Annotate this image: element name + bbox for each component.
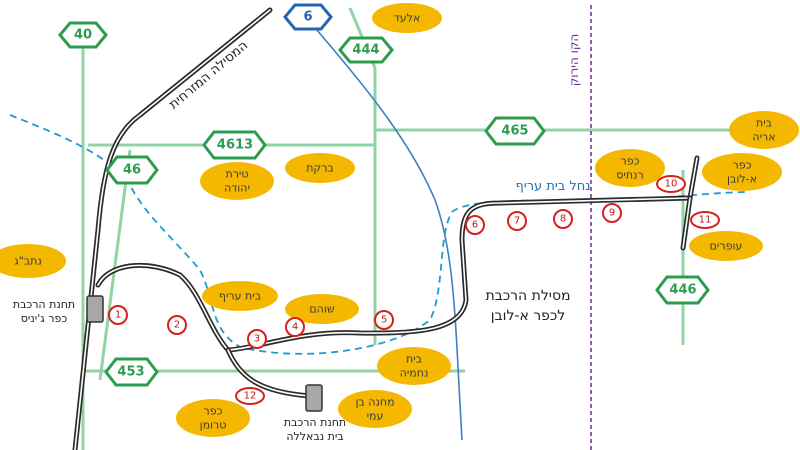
marker-11: 11 [690,211,720,229]
town-tirat-yehuda: טירת יהודה [200,162,274,200]
svg-text:2: 2 [174,320,180,331]
green-line-label: הקו הירוק [567,34,581,87]
eastern-railway-inner [74,9,271,450]
svg-text:1: 1 [115,310,121,321]
svg-text:כפר: כפר [733,159,752,172]
svg-text:465: 465 [501,124,528,139]
svg-text:8: 8 [560,214,566,225]
town-beit-nehemia: בית נחמיה [377,347,451,385]
svg-text:453: 453 [117,365,144,380]
eastern-railway-outer [72,7,273,450]
east-fork-south-inner [682,197,691,249]
nahal-beit-arif-label: נחל בית עריף [515,179,590,194]
river-line [309,21,463,441]
town-kfar-rantis: כפר רנתיס [595,149,665,187]
svg-text:בית: בית [406,353,422,366]
eastern-railway-label: המסילה המזרחית [166,38,251,112]
station-kfar-chinese-label-1: תחנת הרכבת [13,298,75,311]
marker-12: 12 [235,387,265,405]
station-kfar-chinese [86,295,104,323]
svg-text:446: 446 [669,283,696,298]
kfar-alubban-rail-outer [95,195,693,353]
town-natbag: נתב"ג [0,244,66,278]
railways [72,7,700,450]
highway-40: 40 [58,21,108,49]
svg-text:טרומן: טרומן [200,419,227,432]
svg-text:כפר: כפר [204,405,223,418]
town-beit-arye: בית אריה [729,111,799,149]
town-mahane-ben-ami: מחנה בן עמי [338,390,412,428]
marker-9: 9 [602,203,622,223]
svg-text:6: 6 [303,10,312,25]
railway-line-label-1: מסילת הרכבת [485,288,570,304]
svg-text:11: 11 [699,215,712,226]
svg-text:9: 9 [609,208,615,219]
svg-text:מחנה בן: מחנה בן [355,396,394,409]
svg-text:נחמיה: נחמיה [400,367,429,380]
marker-4: 4 [285,317,305,337]
marker-6: 6 [465,215,485,235]
marker-7: 7 [507,211,527,231]
svg-text:א-לובן: א-לובן [727,173,757,186]
marker-5: 5 [374,310,394,330]
svg-text:בית עריף: בית עריף [219,290,261,303]
highway-453: 453 [104,357,159,387]
svg-text:40: 40 [74,28,92,43]
svg-text:5: 5 [381,315,387,326]
svg-text:אריה: אריה [752,131,775,144]
town-ofarim: עופרים [689,231,763,261]
svg-text:444: 444 [352,43,379,58]
east-fork-inner [689,157,698,199]
town-kfar-truman: כפר טרומן [176,399,250,437]
svg-text:3: 3 [254,334,260,345]
svg-text:יהודה: יהודה [224,182,250,195]
road-46 [98,149,132,381]
beit-nabala-spur-inner [227,349,311,397]
svg-text:12: 12 [244,391,257,402]
svg-text:רנתיס: רנתיס [616,169,643,182]
marker-3: 3 [247,329,267,349]
marker-8: 8 [553,209,573,229]
svg-text:עופרים: עופרים [710,240,743,253]
svg-text:בית: בית [756,117,772,130]
svg-text:כפר: כפר [621,155,640,168]
marker-10: 10 [656,175,686,193]
svg-text:טירת: טירת [225,168,248,181]
svg-text:7: 7 [514,216,520,227]
railway-line-label-2: לכפר א-לובן [491,308,566,324]
station-kfar-chinese-label-2: כפר ג'יניס [21,312,68,325]
highway-6: 6 [283,3,333,31]
svg-text:שוהם: שוהם [309,303,334,316]
svg-text:6: 6 [472,220,478,231]
svg-text:אלעד: אלעד [394,12,421,25]
highway-465: 465 [484,116,546,146]
svg-text:4613: 4613 [217,138,253,153]
station-beit-nabala-label-1: תחנת הרכבת [284,416,346,429]
town-beit-arif: בית עריף [202,281,278,311]
highway-4613: 4613 [202,130,267,160]
svg-text:עמי: עמי [367,410,384,423]
town-shoham: שוהם [285,294,359,324]
station-beit-nabala [305,384,323,412]
highway-46: 46 [105,155,159,185]
highway-446: 446 [655,275,710,305]
marker-1: 1 [108,305,128,325]
svg-text:ברקת: ברקת [306,162,334,175]
svg-text:46: 46 [123,163,141,178]
station-beit-nabala-label-2: בית נבאללה [286,430,343,443]
town-kfar-alubban: כפר א-לובן [702,153,782,191]
highway-444: 444 [338,36,394,64]
svg-text:נתב"ג: נתב"ג [14,255,42,268]
marker-2: 2 [167,315,187,335]
svg-text:4: 4 [292,322,298,333]
town-barkat: ברקת [285,153,355,183]
town-elad: אלעד [372,3,442,33]
kfar-alubban-rail-inner [97,197,691,351]
svg-text:10: 10 [665,179,678,190]
